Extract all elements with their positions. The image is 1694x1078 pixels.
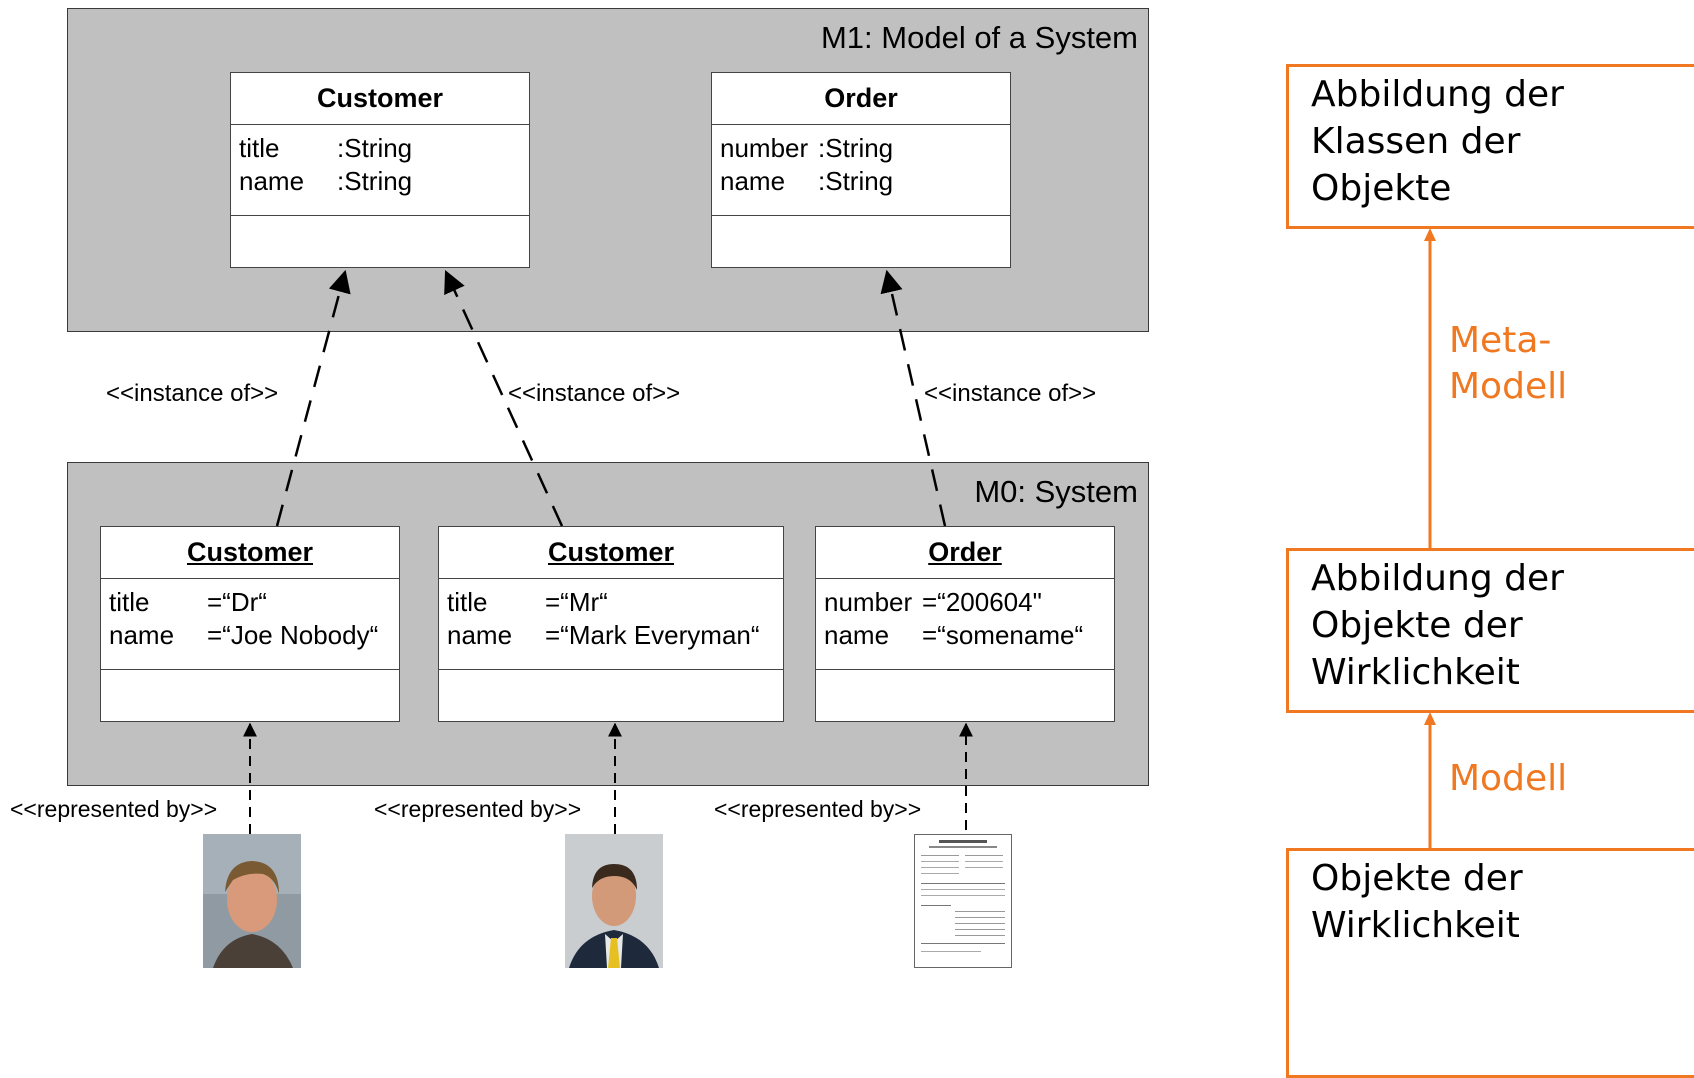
attribute-type: :String bbox=[818, 133, 894, 163]
model-label: Modell bbox=[1449, 758, 1568, 799]
object-order: Order number =“200604" name =“somename“ bbox=[815, 526, 1115, 722]
attribute-row: number :String bbox=[720, 132, 1002, 165]
attribute-name: name bbox=[824, 620, 890, 650]
m1-layer-title: M1: Model of a System bbox=[820, 20, 1138, 55]
instance-of-label-3: <<instance of>> bbox=[924, 380, 1097, 407]
model-box: Abbildung der Objekte der Wirklichkeit bbox=[1286, 548, 1694, 713]
instance-of-line-3 bbox=[880, 269, 947, 527]
attribute-type: :String bbox=[337, 133, 413, 163]
attribute-value: =“Dr“ bbox=[207, 587, 267, 617]
meta-model-box-line-3: Objekte bbox=[1311, 168, 1452, 209]
attribute-row: title =“Mr“ bbox=[447, 586, 775, 619]
attribute-name: name bbox=[447, 620, 513, 650]
object-name-text: Customer bbox=[186, 537, 314, 567]
attribute-name: title bbox=[239, 133, 280, 163]
meta-model-arrowhead bbox=[1424, 228, 1436, 241]
model-box-line-1: Abbildung der bbox=[1311, 558, 1564, 599]
person-photo-1-image bbox=[203, 834, 301, 968]
order-document-image bbox=[921, 840, 1005, 952]
object-name: Order bbox=[816, 527, 1114, 579]
meta-model-label: Meta- Modell bbox=[1449, 318, 1567, 410]
object-name-text: Order bbox=[928, 537, 1002, 567]
meta-model-box: Abbildung der Klassen der Objekte bbox=[1286, 64, 1694, 229]
person-photo-2 bbox=[565, 834, 663, 968]
class-name: Customer bbox=[231, 73, 529, 125]
object-attributes: number =“200604" name =“somename“ bbox=[816, 579, 1114, 670]
attribute-value: =“somename“ bbox=[922, 620, 1084, 650]
model-arrowhead bbox=[1424, 712, 1436, 725]
meta-model-label-line-1: Meta- bbox=[1449, 320, 1552, 361]
right-panel-arrows bbox=[1424, 228, 1436, 848]
object-name: Customer bbox=[439, 527, 783, 579]
attribute-row: title :String bbox=[239, 132, 521, 165]
attribute-row: name :String bbox=[239, 165, 521, 198]
attribute-name: name bbox=[720, 166, 786, 196]
attribute-row: name =“Joe Nobody“ bbox=[109, 619, 391, 652]
represented-by-label-3: <<represented by>> bbox=[714, 796, 922, 822]
class-customer: Customer title :String name :String bbox=[230, 72, 530, 268]
meta-model-box-line-2: Klassen der bbox=[1311, 121, 1521, 162]
class-attributes: title :String name :String bbox=[231, 125, 529, 216]
class-attributes: number :String name :String bbox=[712, 125, 1010, 216]
person-photo-2-image bbox=[565, 834, 663, 968]
attribute-type: :String bbox=[818, 166, 894, 196]
object-customer-mr: Customer title =“Mr“ name =“Mark Everyman“ bbox=[438, 526, 784, 722]
connectors bbox=[243, 269, 973, 834]
attribute-name: number bbox=[824, 587, 913, 617]
attribute-row: name =“Mark Everyman“ bbox=[447, 619, 775, 652]
object-customer-dr: Customer title =“Dr“ name =“Joe Nobody“ bbox=[100, 526, 400, 722]
attribute-name: title bbox=[109, 587, 150, 617]
meta-model-label-line-2: Modell bbox=[1449, 366, 1568, 407]
attribute-name: title bbox=[447, 587, 488, 617]
reality-box: Objekte der Wirklichkeit bbox=[1286, 848, 1694, 1078]
attribute-row: number =“200604" bbox=[824, 586, 1106, 619]
reality-box-line-1: Objekte der bbox=[1311, 858, 1523, 899]
attribute-value: =“Joe Nobody“ bbox=[207, 620, 379, 650]
attribute-row: name =“somename“ bbox=[824, 619, 1106, 652]
attribute-type: :String bbox=[337, 166, 413, 196]
object-attributes: title =“Dr“ name =“Joe Nobody“ bbox=[101, 579, 399, 670]
reality-box-line-2: Wirklichkeit bbox=[1311, 905, 1520, 946]
object-name: Customer bbox=[101, 527, 399, 579]
instance-of-label-2: <<instance of>> bbox=[508, 380, 681, 407]
attribute-value: =“Mr“ bbox=[545, 587, 608, 617]
represented-by-label-1: <<represented by>> bbox=[10, 796, 218, 822]
attribute-value: =“200604" bbox=[922, 587, 1042, 617]
instance-of-line-2 bbox=[444, 269, 564, 527]
instance-of-line-1 bbox=[275, 269, 351, 527]
m0-layer-title: M0: System bbox=[974, 474, 1138, 509]
class-name: Order bbox=[712, 73, 1010, 125]
attribute-value: =“Mark Everyman“ bbox=[545, 620, 760, 650]
class-order: Order number :String name :String bbox=[711, 72, 1011, 268]
attribute-name: number bbox=[720, 133, 809, 163]
meta-model-box-line-1: Abbildung der bbox=[1311, 74, 1564, 115]
attribute-name: name bbox=[109, 620, 175, 650]
attribute-row: title =“Dr“ bbox=[109, 586, 391, 619]
attribute-row: name :String bbox=[720, 165, 1002, 198]
instance-of-label-1: <<instance of>> bbox=[106, 380, 279, 407]
represented-by-label-2: <<represented by>> bbox=[374, 796, 582, 822]
model-box-line-2: Objekte der bbox=[1311, 605, 1523, 646]
person-photo-1 bbox=[203, 834, 301, 968]
model-box-line-3: Wirklichkeit bbox=[1311, 652, 1520, 693]
object-name-text: Customer bbox=[547, 537, 675, 567]
order-document bbox=[914, 834, 1012, 968]
attribute-name: name bbox=[239, 166, 305, 196]
object-attributes: title =“Mr“ name =“Mark Everyman“ bbox=[439, 579, 783, 670]
